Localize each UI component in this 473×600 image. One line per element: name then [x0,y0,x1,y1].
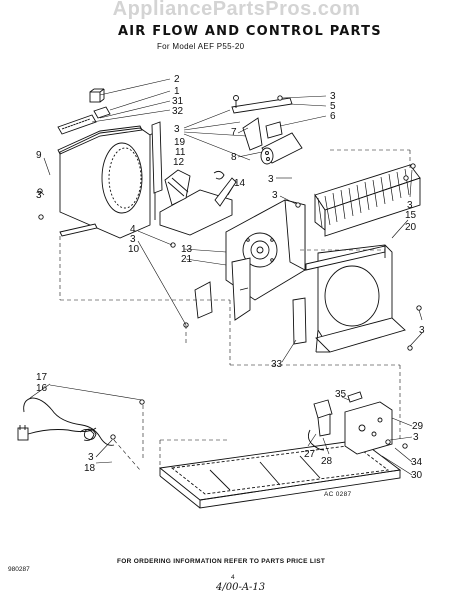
callout-3: 3 [413,432,419,443]
fin-coil [314,164,421,237]
front-panel [57,121,163,239]
center-partition [225,199,306,321]
callout-12: 12 [173,157,185,168]
power-cord [17,397,115,446]
callout-3: 3 [88,452,94,463]
callout-20: 20 [405,222,417,233]
diagram-title: AIR FLOW AND CONTROL PARTS [118,24,382,39]
page-number: 4 [231,574,235,581]
callout-4: 4 [130,224,136,235]
callout-34: 34 [411,457,423,468]
foam-strip [292,297,307,345]
callout-28: 28 [321,456,333,467]
callout-7: 7 [231,127,237,138]
callout-31: 31 [172,96,184,107]
thermostat-bracket [231,95,293,151]
callout-6: 6 [330,111,336,122]
callout-3: 3 [419,325,425,336]
callout-30: 30 [411,470,423,481]
callout-21: 21 [181,254,193,265]
ordering-info-note: FOR ORDERING INFORMATION REFER TO PARTS … [117,558,326,565]
callout-labels: 2 1 31 32 3 19 11 12 9 3 3 5 6 7 8 3 14 … [36,74,425,481]
callout-33: 33 [271,359,283,370]
callout-27: 27 [304,449,316,460]
callout-3: 3 [272,190,278,201]
callout-15: 15 [405,210,417,221]
callout-1: 1 [174,86,180,97]
leader-lines [29,78,423,476]
watermark: AppliancePartsPros.com [112,0,361,20]
callout-2: 2 [174,74,180,85]
capacitor [260,132,303,165]
callout-29: 29 [412,421,424,432]
callout-3: 3 [407,200,413,211]
rear-shroud [305,244,406,353]
callout-9: 9 [36,150,42,161]
front-strip [59,223,98,237]
base-pan [158,439,402,509]
callout-13: 13 [181,244,193,255]
control-bracket [159,169,237,236]
assembly-lines [59,149,411,471]
handwritten-note: 4/00-A-13 [216,582,266,593]
callout-14: 14 [234,178,246,189]
callout-16: 16 [36,383,48,394]
callout-35: 35 [335,389,347,400]
filter-pads [57,106,111,135]
callout-18: 18 [84,463,96,474]
model-subtitle: For Model AEF P55-20 [157,42,245,51]
callout-11: 11 [175,147,186,158]
knob [89,88,105,103]
artwork-code: AC 0287 [324,491,352,498]
document-code: 980287 [8,566,30,573]
callout-19: 19 [174,137,186,148]
switch-and-control-plate [307,391,393,455]
callout-3: 3 [36,190,42,201]
callout-8: 8 [231,152,237,163]
callout-3: 3 [330,91,336,102]
callout-5: 5 [330,101,336,112]
callout-3: 3 [174,124,180,135]
callout-17: 17 [36,372,48,383]
callout-32: 32 [172,106,184,117]
callout-3: 3 [268,174,274,185]
callout-10: 10 [128,244,140,255]
callout-3: 3 [130,234,136,245]
